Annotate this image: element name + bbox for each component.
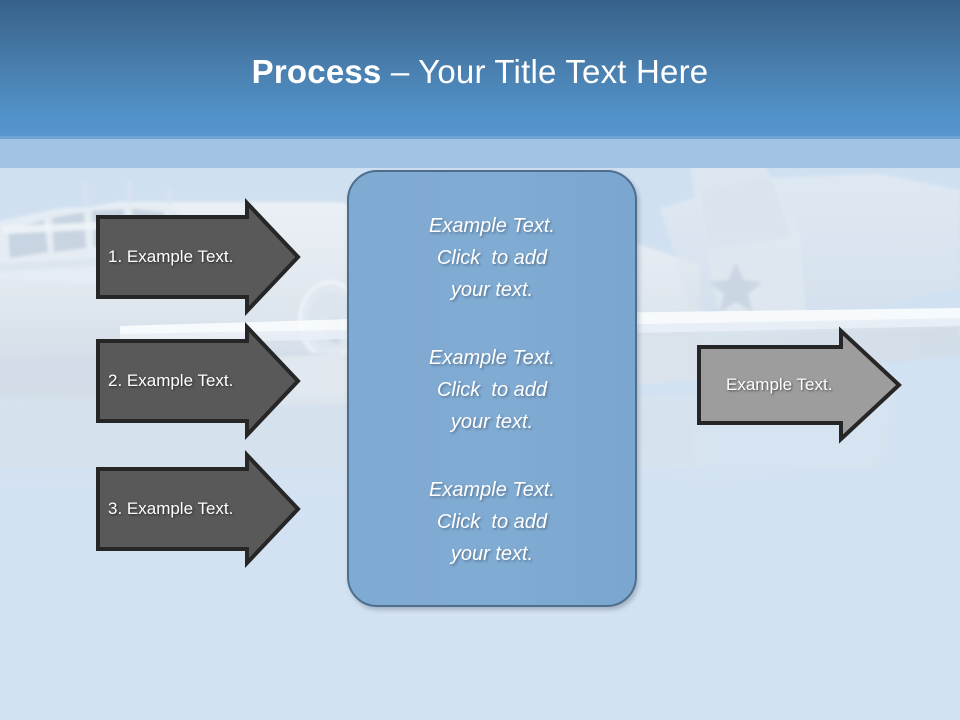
panel-text-block-3-line-3: your text. (450, 543, 534, 565)
input-arrow-2[interactable]: 2. Example Text. (92, 322, 304, 440)
panel-text-block-2: Example Text. Click to add your text. (349, 342, 635, 438)
arrow-right-icon (96, 322, 301, 440)
panel-text-block-2-line-2: Click to add (436, 379, 548, 401)
title-banner (0, 0, 960, 136)
input-arrow-3-label: 3. Example Text. (108, 499, 234, 518)
panel-text-block-2-line-3: your text. (450, 411, 534, 433)
title-banner-rule (0, 136, 960, 139)
input-arrow-3[interactable]: 3. Example Text. (92, 450, 304, 568)
input-arrow-1[interactable]: 1. Example Text. (92, 198, 304, 316)
page-title: Process – Your Title Text Here (0, 53, 960, 91)
panel-text-block-1-line-3: your text. (450, 279, 534, 301)
output-arrow[interactable]: Example Text. (693, 326, 905, 444)
panel-text-block-3-line-1: Example Text. (429, 479, 555, 501)
panel-text-block-3: Example Text. Click to add your text. (349, 474, 635, 570)
page-title-rest: – Your Title Text Here (381, 53, 709, 90)
panel-text-block-1-line-1: Example Text. (429, 215, 555, 237)
output-arrow-label: Example Text. (726, 375, 833, 394)
panel-text-block-1-line-2: Click to add (436, 247, 548, 269)
panel-text-block-1: Example Text. Click to add your text. (349, 210, 635, 306)
title-banner-subband (0, 139, 960, 168)
panel-text-block-3-line-2: Click to add (436, 511, 548, 533)
input-arrow-2-label: 2. Example Text. (108, 371, 234, 390)
center-content-panel[interactable]: Example Text. Click to add your text. Ex… (347, 170, 637, 607)
input-arrow-1-label: 1. Example Text. (108, 247, 234, 266)
arrow-right-icon (96, 450, 301, 568)
arrow-right-icon (96, 198, 301, 316)
panel-text-block-2-line-1: Example Text. (429, 347, 555, 369)
arrow-right-icon (697, 326, 902, 444)
page-title-strong: Process (251, 53, 382, 90)
